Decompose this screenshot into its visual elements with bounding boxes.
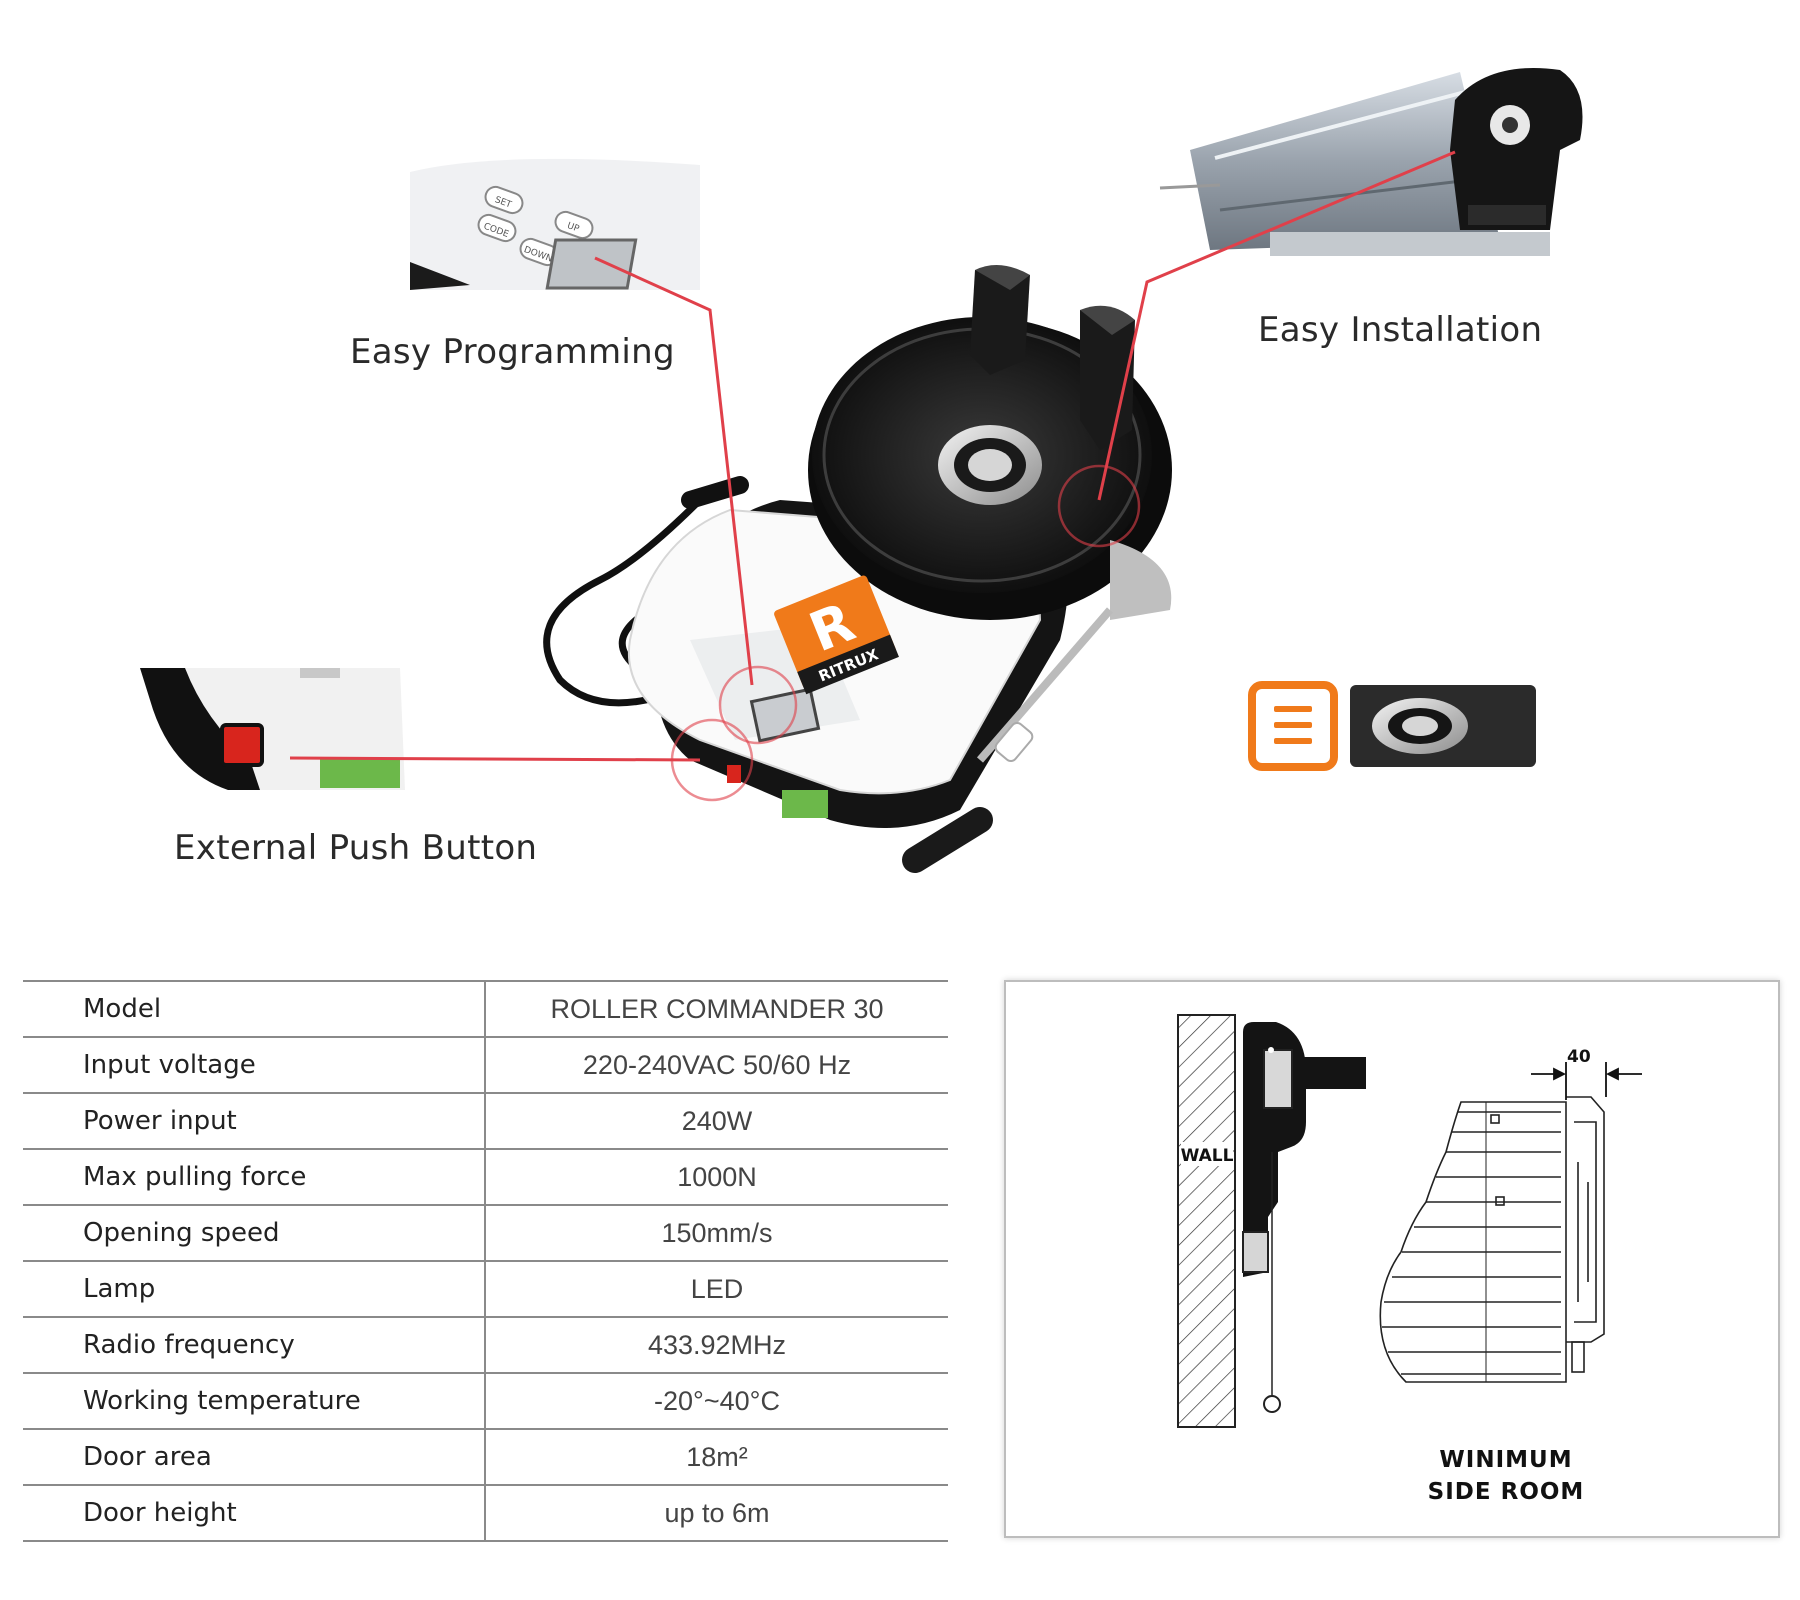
spec-value: 220-240VAC 50/60 Hz	[485, 1037, 948, 1094]
spec-value: 240W	[485, 1093, 948, 1150]
operator-side-view	[1242, 1022, 1366, 1413]
product-illustration: SET UP CODE DOWN	[140, 68, 1583, 873]
spec-value: ROLLER COMMANDER 30	[485, 980, 948, 1038]
dimension-marker: 40	[1531, 1047, 1642, 1100]
side-room-label-line1: WINIMUM	[1439, 1447, 1573, 1473]
drum-thumbnail[interactable]	[1350, 685, 1536, 767]
side-room-label-line2: SIDE ROOM	[1427, 1479, 1585, 1505]
spec-value: 18m²	[485, 1429, 948, 1486]
spec-label: Door height	[23, 1485, 486, 1542]
spec-value: up to 6m	[485, 1485, 948, 1542]
spec-value: 150mm/s	[485, 1205, 948, 1262]
spec-label: Radio frequency	[23, 1317, 486, 1374]
wall-label: WALL	[1181, 1146, 1234, 1166]
spec-label: Opening speed	[23, 1205, 486, 1262]
wall-section: WALL	[1177, 1014, 1236, 1428]
spec-label: Door area	[23, 1429, 486, 1486]
spec-label: Input voltage	[23, 1037, 486, 1094]
spec-value: 1000N	[485, 1149, 948, 1206]
spec-value: LED	[485, 1261, 948, 1318]
door-curtain-drawing	[1379, 1096, 1605, 1383]
callout-external-push-button: External Push Button	[174, 828, 538, 868]
spec-label: Model	[23, 980, 486, 1038]
callout-leaders	[289, 150, 1456, 802]
menu-thumbnail[interactable]	[1248, 681, 1338, 771]
push-button-closeup	[140, 668, 405, 790]
callout-easy-programming: Easy Programming	[350, 332, 675, 372]
spec-label: Working temperature	[23, 1373, 486, 1430]
installation-closeup	[1159, 68, 1583, 256]
spec-label: Max pulling force	[23, 1149, 486, 1206]
table-row: Working temperature-20°~40°C	[23, 1373, 948, 1430]
callout-easy-installation: Easy Installation	[1258, 310, 1543, 350]
side-room-diagram: WALL	[1004, 980, 1780, 1538]
dimension-label: 40	[1567, 1047, 1591, 1067]
spec-label: Lamp	[23, 1261, 486, 1318]
spec-label: Power input	[23, 1093, 486, 1150]
spec-value: -20°~40°C	[485, 1373, 948, 1430]
spec-value: 433.92MHz	[485, 1317, 948, 1374]
keypad-key-up: UP	[566, 221, 581, 235]
keypad-closeup: SET UP CODE DOWN	[410, 158, 700, 290]
brand-logo: R RITRUX	[774, 575, 899, 695]
